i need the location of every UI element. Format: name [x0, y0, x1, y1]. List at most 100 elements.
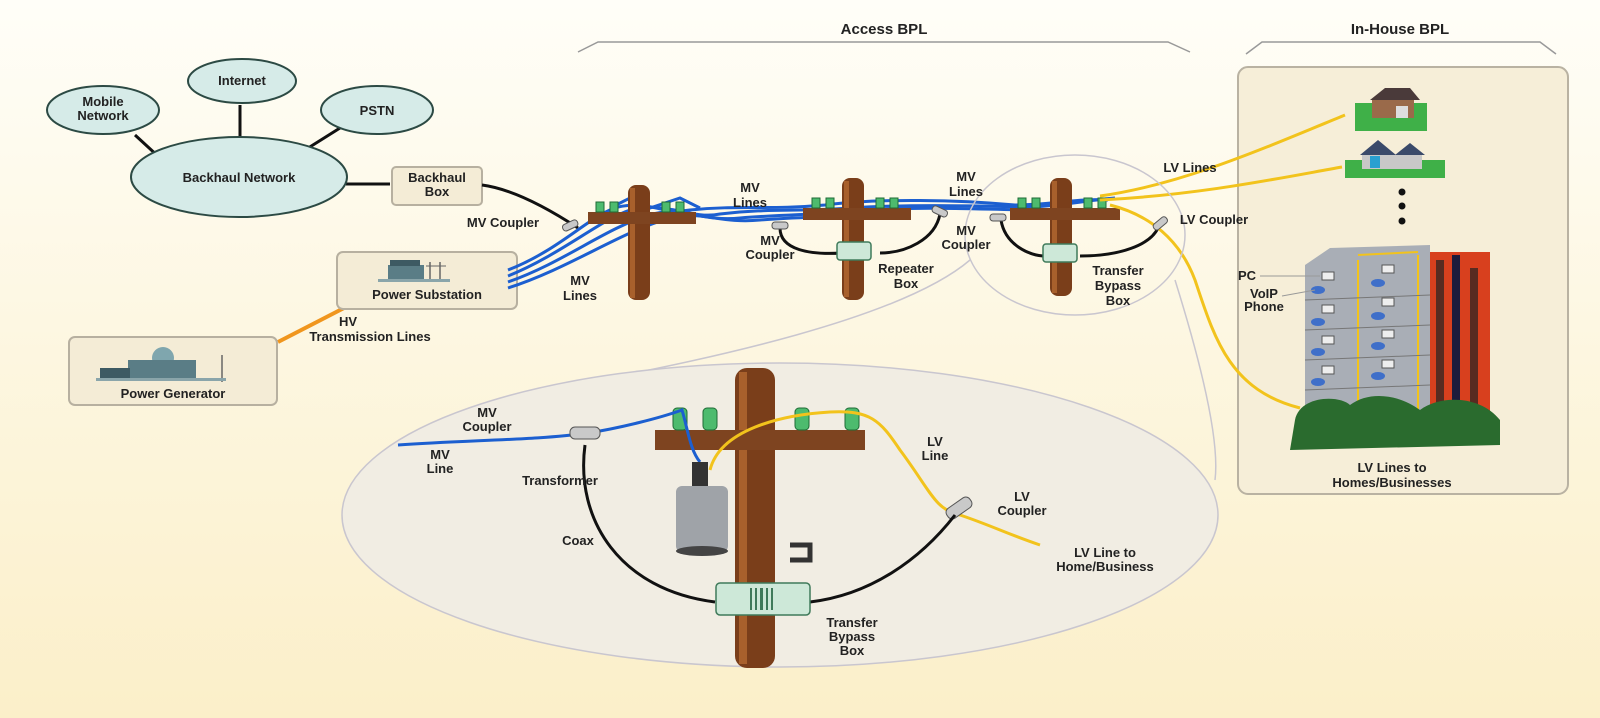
zoom-connector-right	[1174, 279, 1217, 481]
lv-coupler-label: LV Coupler	[1180, 212, 1248, 227]
house-1-icon	[1355, 88, 1427, 131]
mobile-label-2: Network	[77, 108, 129, 123]
insulators	[1017, 197, 1107, 209]
power-substation-label: Power Substation	[372, 287, 482, 302]
mv-lines-mid-2: Lines	[733, 195, 767, 210]
backhaul-network-cloud: Backhaul Network	[130, 136, 348, 218]
mv-coupler-1-label: MV Coupler	[467, 215, 539, 230]
voip-pointer	[1281, 289, 1316, 297]
transfer-bypass-label-3: Box	[1106, 293, 1131, 308]
pc-icons	[1321, 264, 1395, 375]
coax-repeater-left	[778, 227, 843, 255]
mv-coupler-3-label-2: Coupler	[941, 237, 990, 252]
detail-lv-line	[708, 410, 1041, 547]
detail-crossarm	[655, 430, 865, 450]
detail-coax-lv	[809, 514, 957, 604]
in-house-bpl-bracket: In-House BPL	[1245, 21, 1557, 55]
utility-pole-3	[1010, 178, 1120, 296]
floor-lines	[1304, 294, 1431, 391]
power-generator-label: Power Generator	[121, 386, 226, 401]
repeater-box-label-2: Box	[894, 276, 919, 291]
mv-lines-lower-1: MV	[570, 273, 590, 288]
utility-pole-2	[803, 178, 911, 300]
coax-repeater-right	[879, 213, 942, 255]
cloud-shape	[46, 85, 160, 135]
mv-coupler-2-label-1: MV	[760, 233, 780, 248]
cloud-shape	[320, 85, 434, 135]
backhaul-network-label: Backhaul Network	[183, 170, 296, 185]
in-house-bpl-title: In-House BPL	[1351, 21, 1449, 38]
detail-lv-line-label-2: Line	[922, 448, 949, 463]
lv-lines	[1099, 113, 1346, 410]
detail-mv-coupler-icon	[569, 426, 601, 440]
power-generator-box: Power Generator	[68, 336, 278, 406]
detail-mv-coupler-label-2: Coupler	[462, 419, 511, 434]
mv-coupler-2-icon	[771, 221, 789, 230]
detail-bypass-label-3: Box	[840, 643, 865, 658]
transformer-icon	[676, 462, 728, 556]
internet-label: Internet	[218, 73, 266, 88]
backhaul-box: Backhaul Box	[391, 166, 483, 206]
pstn-label: PSTN	[360, 103, 395, 118]
detail-lv-coupler-label-2: Coupler	[997, 503, 1046, 518]
barcode-stripes	[750, 588, 773, 610]
detail-mv-line	[397, 408, 702, 463]
pole-step	[790, 542, 813, 563]
hv-label-2: Transmission Lines	[309, 329, 430, 344]
mv-coupler-3-icon	[989, 213, 1007, 222]
detail-bubble	[341, 362, 1219, 668]
mv-coupler-3-label-1: MV	[956, 223, 976, 238]
backhaul-box-label-2: Box	[425, 184, 450, 199]
detail-lv-line-label-1: LV	[927, 434, 943, 449]
lv-homes-label-2: Homes/Businesses	[1332, 475, 1451, 490]
mv-lines-right-1: MV	[956, 169, 976, 184]
house-2-icon	[1345, 140, 1445, 178]
detail-mv-coupler-label-1: MV	[477, 405, 497, 420]
pstn-cloud: PSTN	[320, 85, 434, 135]
detail-lv-home-label-2: Home/Business	[1056, 559, 1154, 574]
mv-lines-lower-2: Lines	[563, 288, 597, 303]
cloud-shape	[130, 136, 348, 218]
detail-bypass-label-2: Bypass	[829, 629, 875, 644]
generator-icon	[96, 347, 226, 382]
mobile-network-cloud: Mobile Network	[46, 85, 160, 135]
voip-phone-icons	[1311, 279, 1385, 386]
voip-label-1: VoIP	[1250, 286, 1278, 301]
utility-pole-1	[588, 185, 696, 300]
coax-bypass-left	[999, 219, 1046, 258]
lv-homes-label-1: LV Lines to	[1357, 460, 1426, 475]
detail-bypass-label-1: Transfer	[826, 615, 877, 630]
lv-coupler-icon	[1152, 216, 1168, 231]
coax-label: Coax	[562, 533, 595, 548]
repeater-box-icon	[836, 241, 872, 261]
coax-bypass-right	[1079, 227, 1160, 258]
backhaul-cable	[481, 183, 579, 230]
pc-label: PC	[1238, 268, 1257, 283]
mv-lines-right-2: Lines	[949, 184, 983, 199]
transfer-bypass-label-1: Transfer	[1092, 263, 1143, 278]
internet-cloud: Internet	[187, 58, 297, 104]
backhaul-box-label-1: Backhaul	[408, 170, 466, 185]
voip-label-2: Phone	[1244, 299, 1284, 314]
cloud-shape	[187, 58, 297, 104]
access-bpl-title: Access BPL	[841, 21, 928, 38]
apartment-building-icon	[1290, 245, 1500, 450]
detail-lv-home-label-1: LV Line to	[1074, 545, 1136, 560]
ellipsis-dots	[1398, 188, 1406, 225]
detail-mv-line-label-2: Line	[427, 461, 454, 476]
hv-transmission-line	[277, 306, 345, 344]
mv-coupler-2b-icon	[931, 205, 949, 218]
transfer-bypass-label-2: Bypass	[1095, 278, 1141, 293]
substation-icon	[378, 260, 450, 282]
transfer-bypass-box-icon	[1042, 243, 1078, 263]
insulators	[811, 197, 899, 209]
shrubbery	[1290, 395, 1500, 450]
zoom-circle	[964, 154, 1186, 316]
lv-lines-label: LV Lines	[1163, 160, 1216, 175]
detail-mv-line-label-1: MV	[430, 447, 450, 462]
power-substation-box: Power Substation	[336, 251, 518, 310]
mv-coupler-1-icon	[561, 219, 579, 232]
mv-coupler-2-label-2: Coupler	[745, 247, 794, 262]
